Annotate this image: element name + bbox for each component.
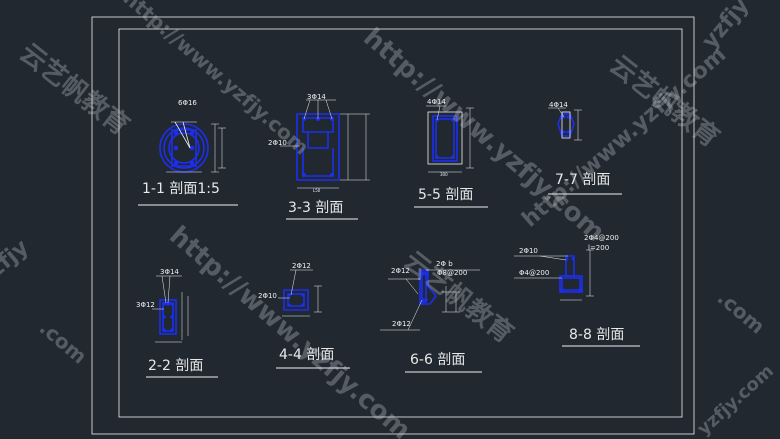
watermark-url-left: http://www.yzfjy.com <box>119 0 314 160</box>
watermark-edge-left-low: .com <box>35 315 92 368</box>
section-3-3: L50 3Φ14 2Φ10 3-3 剖面 <box>268 93 370 220</box>
s6-side-label: 2Φ12 <box>392 320 411 328</box>
s5-title: 5-5 剖面 <box>418 187 473 203</box>
watermark-edge-bottom-right: yzfjy.com <box>693 361 778 439</box>
outer-frame <box>91 16 695 435</box>
svg-text:L50: L50 <box>313 188 321 193</box>
s7-title: 7-7 剖面 <box>555 172 610 188</box>
s6-top-a-label: 2Φ12 <box>391 267 410 275</box>
section-2-2: 3Φ14 3Φ12 2-2 剖面 <box>136 268 218 378</box>
watermark-url-upper: http://www.yzfjy.com <box>357 23 610 248</box>
svg-text:300: 300 <box>440 172 448 177</box>
s2-top-label: 3Φ14 <box>160 268 179 276</box>
watermark-brand-left: 云艺帆教育 <box>14 37 136 141</box>
watermark-edge-left-mid: zfjy <box>0 235 34 283</box>
s2-side-label: 3Φ12 <box>136 301 155 309</box>
s8-a-label: 2Φ10 <box>519 247 538 255</box>
s4-top-label: 2Φ12 <box>292 262 311 270</box>
s6-title: 6-6 剖面 <box>410 352 465 368</box>
s3-side-label: 2Φ10 <box>268 139 287 147</box>
section-1-1: 6Φ16 1-1 剖面1:5 <box>138 99 238 206</box>
s8-d-label: Φ4@200 <box>519 269 549 277</box>
s3-top-label: 3Φ14 <box>307 93 326 101</box>
watermark-edge-right-mid: .com <box>713 285 770 338</box>
s2-title: 2-2 剖面 <box>148 358 203 374</box>
s5-top-label: 4Φ14 <box>427 98 446 106</box>
section-8-8: 2Φ10 2Φ4@200 l=200 Φ4@200 8-8 剖面 <box>514 234 640 347</box>
s3-title: 3-3 剖面 <box>288 200 343 216</box>
s8-title: 8-8 剖面 <box>569 327 624 343</box>
inner-frame <box>118 28 683 418</box>
s1-title: 1-1 剖面1:5 <box>142 181 220 197</box>
s4-title: 4-4 剖面 <box>279 347 334 363</box>
watermark-url-lower: http://www.yzfjy.com <box>163 221 416 439</box>
section-6-6: 2Φ12 2Φ b Φ8@200 2Φ12 6-6 剖面 <box>380 260 482 373</box>
section-4-4: 2Φ12 2Φ10 4-4 剖面 <box>258 262 350 369</box>
section-5-5: 300 4Φ14 5-5 剖面 <box>414 98 488 208</box>
s8-c-label: l=200 <box>588 244 609 252</box>
s6-top-b-label: 2Φ b <box>436 260 453 268</box>
s8-b-label: 2Φ4@200 <box>584 234 619 242</box>
s7-top-label: 4Φ14 <box>549 101 568 109</box>
watermark-brand-mid: 云艺帆教育 <box>398 245 520 349</box>
s6-top-c-label: Φ8@200 <box>437 269 467 277</box>
section-7-7: 4Φ14 7-7 剖面 <box>548 101 622 195</box>
s1-rebar-label: 6Φ16 <box>178 99 197 107</box>
s4-side-label: 2Φ10 <box>258 292 277 300</box>
watermark-edge-top-right: yzfjy <box>697 0 754 54</box>
